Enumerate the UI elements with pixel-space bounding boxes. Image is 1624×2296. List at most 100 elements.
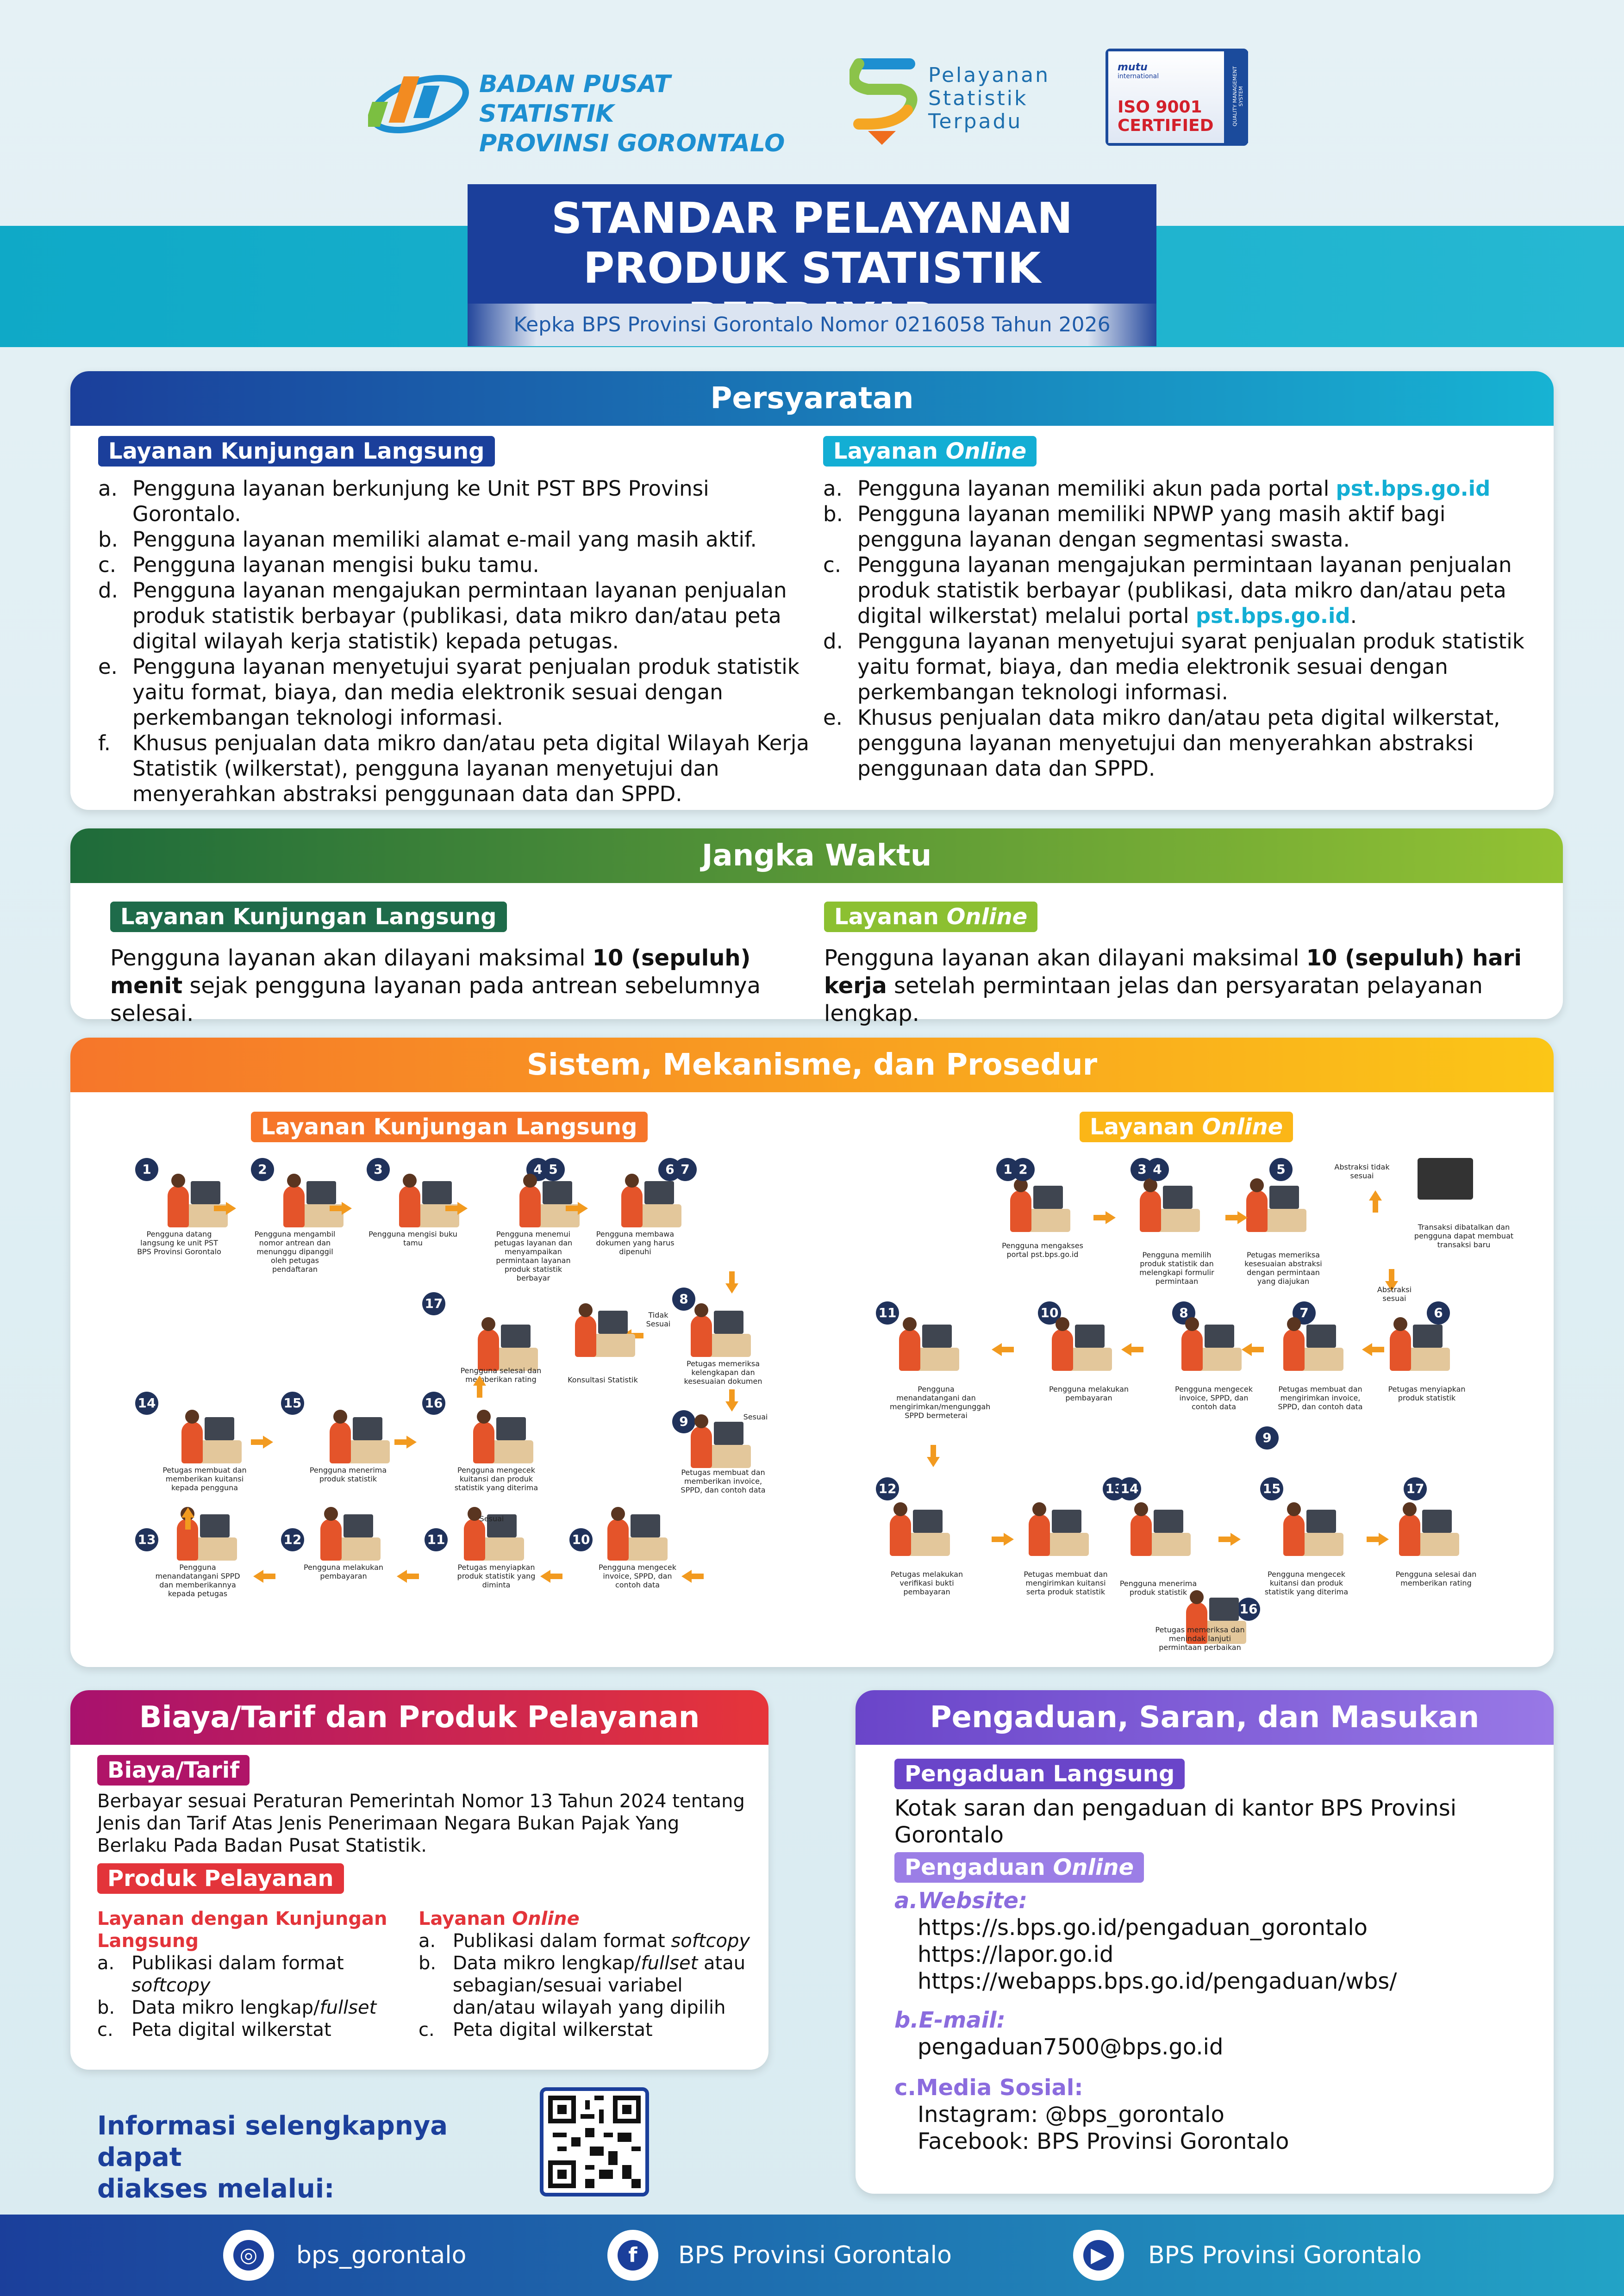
instagram-icon[interactable]: ◎ xyxy=(223,2230,274,2281)
person-head xyxy=(1185,1317,1199,1331)
computer-monitor xyxy=(200,1514,230,1537)
title-line1: STANDAR PELAYANAN xyxy=(551,193,1073,243)
website-link[interactable]: https://s.bps.go.id/pengaduan_gorontalo xyxy=(918,1915,1368,1941)
step-label: Pengguna menandatangani SPPD dan memberi… xyxy=(155,1563,240,1598)
step-number: 14 xyxy=(1118,1477,1141,1500)
item-text: Pengguna layanan memiliki NPWP yang masi… xyxy=(857,502,1446,552)
iso-brand2: international xyxy=(1118,73,1159,80)
persyaratan-card: Persyaratan Layanan Kunjungan Langsung a… xyxy=(70,371,1554,810)
text-bold: 10 (sepuluh) hari kerja xyxy=(824,945,1522,999)
computer-monitor xyxy=(344,1514,373,1537)
text: sejak pengguna layanan pada antrean sebe… xyxy=(110,973,761,1027)
produk-label: Produk Pelayanan xyxy=(97,1863,344,1894)
footer-youtube[interactable]: BPS Provinsi Gorontalo xyxy=(1148,2241,1422,2269)
person-figure xyxy=(1010,1190,1031,1232)
computer-monitor xyxy=(1306,1510,1336,1533)
qr-code[interactable] xyxy=(540,2087,649,2196)
flow-arrow-icon xyxy=(445,1202,468,1215)
jangka-left-label: Layanan Kunjungan Langsung xyxy=(110,902,507,932)
person-head xyxy=(611,1507,625,1521)
step-label: Petugas membuat dan mengirimkan kuitansi… xyxy=(1024,1570,1108,1596)
portal-link[interactable]: pst.bps.go.id xyxy=(1195,604,1350,628)
text: Pengguna layanan akan dilayani maksimal xyxy=(110,945,593,971)
person-head xyxy=(403,1174,417,1188)
person-figure xyxy=(1140,1190,1161,1232)
flow-arrow-icon xyxy=(1362,1343,1384,1356)
flow-arrow-icon xyxy=(566,1202,588,1215)
item-text: Khusus penjualan data mikro dan/atau pet… xyxy=(132,731,809,806)
step-number: 12 xyxy=(281,1528,304,1551)
footer-facebook[interactable]: BPS Provinsi Gorontalo xyxy=(678,2241,952,2269)
computer-monitor xyxy=(714,1422,743,1445)
list-item: c.Peta digital wilkerstat xyxy=(97,2019,403,2041)
computer-monitor xyxy=(1413,1325,1443,1348)
step-label: Pengguna datang langsung ke unit PST BPS… xyxy=(137,1230,221,1256)
step-illustration xyxy=(1242,1172,1311,1237)
sosmed-label: c.Media Sosial: xyxy=(894,2075,1083,2101)
list-item: e.Khusus penjualan data mikro dan/atau p… xyxy=(823,705,1536,781)
step-illustration xyxy=(617,1167,686,1232)
computer-monitor xyxy=(422,1181,452,1204)
footer: ◎ bps_gorontalo f BPS Provinsi Gorontalo… xyxy=(0,2215,1624,2296)
facebook-icon[interactable]: f xyxy=(607,2230,658,2281)
org-name-line2: PROVINSI GORONTALO xyxy=(479,130,785,157)
step-label: Pengguna memilih produk statistik dan me… xyxy=(1139,1251,1214,1286)
info-line2: diakses melalui: xyxy=(97,2174,335,2204)
step-label: Konsultasi Statistik xyxy=(568,1375,638,1384)
step-illustration xyxy=(325,1403,394,1468)
iso-brand: mutu xyxy=(1118,62,1148,73)
jangka-right-text: Pengguna layanan akan dilayani maksimal … xyxy=(824,944,1546,1027)
person-figure xyxy=(1246,1190,1268,1232)
step-illustration xyxy=(177,1403,246,1468)
label-online: Online xyxy=(1053,1854,1134,1880)
step-label: Tidak Sesuai xyxy=(646,1311,671,1328)
step-label: Pengguna selesai dan memberikan rating xyxy=(1395,1570,1477,1587)
person-head xyxy=(625,1174,639,1188)
person-figure xyxy=(330,1422,351,1463)
step-number: 15 xyxy=(281,1392,304,1415)
computer-monitor xyxy=(496,1417,526,1440)
website-link[interactable]: https://webapps.bps.go.id/pengaduan/wbs/ xyxy=(918,1968,1397,1994)
text: setelah permintaan jelas dan persyaratan… xyxy=(824,973,1483,1027)
step-illustration xyxy=(1135,1172,1205,1237)
step-label: Petugas melakukan verifikasi bukti pemba… xyxy=(890,1570,963,1596)
portal-link[interactable]: pst.bps.go.id xyxy=(1336,476,1491,501)
flow-arrow-icon xyxy=(540,1570,562,1583)
pengaduan-card: Pengaduan, Saran, dan Masukan Pengaduan … xyxy=(856,1690,1554,2194)
email-link[interactable]: pengaduan7500@bps.go.id xyxy=(918,2034,1224,2060)
step-illustration xyxy=(894,1311,964,1375)
step-label: Transaksi dibatalkan dan pengguna dapat … xyxy=(1414,1223,1514,1249)
step-label: Pengguna menandatangani dan mengirimkan/… xyxy=(890,1385,991,1420)
pengaduan-langsung-text: Kotak saran dan pengaduan di kantor BPS … xyxy=(894,1795,1457,1848)
person-figure xyxy=(691,1426,712,1468)
person-head xyxy=(333,1410,347,1424)
computer-monitor xyxy=(205,1417,234,1440)
step-illustration xyxy=(394,1167,464,1232)
step-label: Pengguna mengecek invoice, SPPD, dan con… xyxy=(1174,1385,1253,1411)
step-illustration xyxy=(473,1311,543,1375)
jangka-card: Jangka Waktu Layanan Kunjungan Langsung … xyxy=(70,828,1563,1027)
item-text: Pengguna layanan memiliki alamat e-mail … xyxy=(132,527,757,552)
footer-instagram[interactable]: bps_gorontalo xyxy=(296,2241,467,2269)
person-head xyxy=(1134,1502,1148,1516)
step-label: Abstraksi tidak sesuai xyxy=(1334,1163,1390,1180)
person-head xyxy=(481,1317,495,1331)
computer-monitor xyxy=(487,1514,517,1537)
list-item: d.Pengguna layanan mengajukan permintaan… xyxy=(98,578,811,654)
flow-arrow-icon xyxy=(473,1375,486,1398)
list-item: b.Data mikro lengkap/fullset xyxy=(97,1997,403,2019)
computer-monitor xyxy=(598,1311,628,1334)
computer-monitor xyxy=(1154,1510,1183,1533)
flow-arrow-icon xyxy=(992,1533,1014,1546)
computer-monitor xyxy=(644,1181,674,1204)
list-item: d.Pengguna layanan menyetujui syarat pen… xyxy=(823,628,1536,705)
item-key: c. xyxy=(97,2019,113,2041)
label-online: Online xyxy=(1202,1114,1283,1140)
website-label: a.Website: xyxy=(894,1888,1028,1914)
step-number: 2 xyxy=(251,1158,274,1181)
youtube-icon[interactable]: ▶ xyxy=(1073,2230,1124,2281)
website-link[interactable]: https://lapor.go.id xyxy=(918,1941,1114,1967)
flow-arrow-icon xyxy=(214,1202,236,1215)
computer-monitor xyxy=(1422,1510,1452,1533)
computer-monitor xyxy=(1269,1186,1299,1209)
